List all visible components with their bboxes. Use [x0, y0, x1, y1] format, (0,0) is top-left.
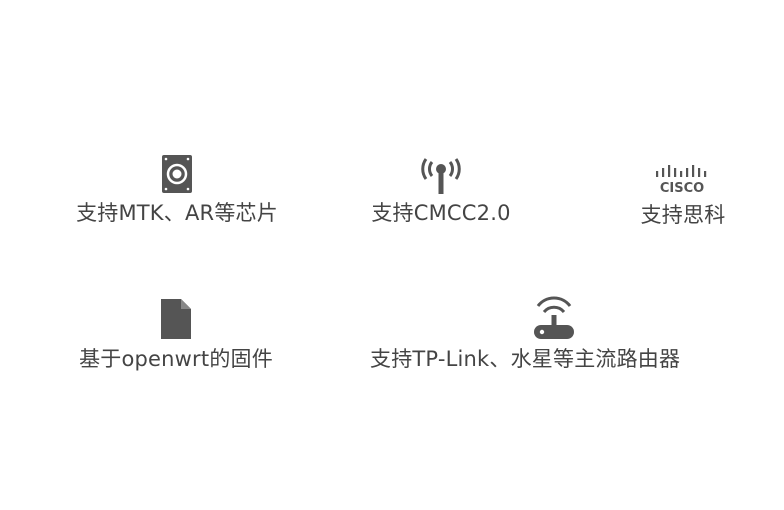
- feature-cisco-support: CISCO 支持思科: [632, 164, 734, 228]
- feature-label-cmcc: 支持CMCC2.0: [371, 201, 511, 225]
- feature-label-router: 支持TP-Link、水星等主流路由器: [370, 347, 681, 371]
- cisco-logo-text: CISCO: [660, 181, 704, 194]
- feature-label-cisco: 支持思科: [640, 203, 726, 227]
- router-icon: [532, 294, 576, 340]
- antenna-icon: [419, 158, 463, 194]
- feature-router-support: 支持TP-Link、水星等主流路由器: [370, 294, 736, 372]
- feature-chip-support: 支持MTK、AR等芯片: [70, 154, 284, 226]
- feature-cmcc-support: 支持CMCC2.0: [370, 158, 512, 226]
- feature-openwrt-firmware: 基于openwrt的固件: [68, 298, 284, 372]
- document-icon: [160, 298, 192, 340]
- feature-label-chip: 支持MTK、AR等芯片: [76, 201, 278, 225]
- chip-icon: [161, 154, 193, 194]
- cisco-logo: CISCO: [653, 164, 713, 196]
- feature-label-openwrt: 基于openwrt的固件: [79, 347, 273, 371]
